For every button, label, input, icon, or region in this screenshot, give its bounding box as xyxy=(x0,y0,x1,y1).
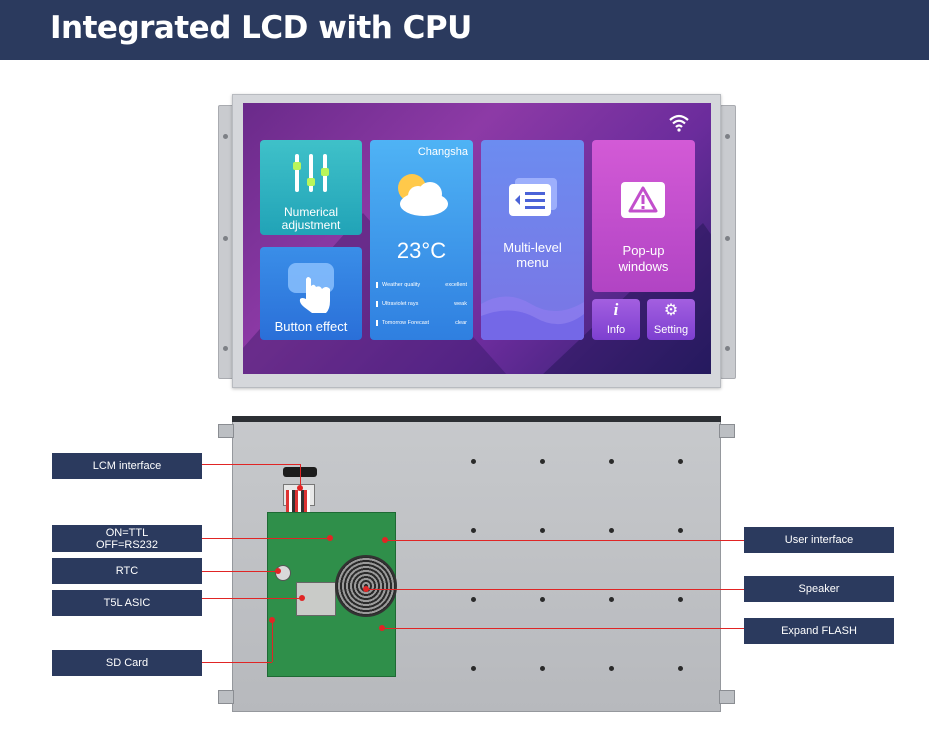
lcm-interface-label: LCM interface xyxy=(52,453,202,479)
wifi-icon xyxy=(669,114,689,132)
right-mounting-bracket xyxy=(720,105,736,379)
page-header: Integrated LCD with CPU xyxy=(0,0,929,60)
mounting-tab xyxy=(218,690,234,704)
button-effect-label: Button effect xyxy=(274,319,348,334)
t5l-asic-label: T5L ASIC xyxy=(52,590,202,616)
menu-label-2: menu xyxy=(516,255,549,270)
weather-row-name: Weather quality xyxy=(382,282,421,288)
mounting-tab xyxy=(719,424,735,438)
sd-card-label: SD Card xyxy=(52,650,202,676)
weather-city: Changsha xyxy=(417,146,468,158)
ribbon-cable xyxy=(286,490,310,516)
mounting-tab xyxy=(719,690,735,704)
popup-label-1: Pop-up xyxy=(622,243,665,258)
info-icon: i xyxy=(613,300,619,319)
setting-button[interactable]: ⚙ Setting xyxy=(647,299,695,340)
wave-decoration xyxy=(481,296,584,340)
weather-row-name: Tomorrow Forecast xyxy=(382,320,430,326)
weather-tile[interactable]: Changsha 23°C Weather quality excellent … xyxy=(370,140,473,340)
menu-list-icon xyxy=(509,178,557,216)
multi-level-menu-tile[interactable]: Multi-level menu xyxy=(481,140,584,340)
mounting-tab xyxy=(218,424,234,438)
weather-row-value: weak xyxy=(454,301,467,307)
rtc-label: RTC xyxy=(52,558,202,584)
expand-flash-label: Expand FLASH xyxy=(744,618,894,644)
popup-label-2: windows xyxy=(618,259,669,274)
lcd-screen: Numerical adjustment Button effect Chang… xyxy=(243,103,711,374)
page-title: Integrated LCD with CPU xyxy=(50,10,472,46)
numerical-label-1: Numerical xyxy=(283,205,338,219)
weather-row-value: excellent xyxy=(445,282,467,288)
back-panel-edge xyxy=(232,416,721,422)
gear-icon: ⚙ xyxy=(663,300,679,319)
ttl-line: ON=TTL xyxy=(105,526,149,539)
button-effect-tile[interactable]: Button effect xyxy=(260,247,362,340)
touch-hand-icon xyxy=(288,263,334,313)
partly-cloudy-icon xyxy=(398,174,448,216)
weather-row: Ultraviolet rays weak xyxy=(376,301,467,307)
weather-row: Weather quality excellent xyxy=(376,282,467,288)
weather-temperature: 23°C xyxy=(396,238,447,263)
weather-row-value: clear xyxy=(455,320,467,326)
rs232-line: OFF=RS232 xyxy=(95,538,159,551)
numerical-adjustment-tile[interactable]: Numerical adjustment xyxy=(260,140,362,235)
user-interface-label: User interface xyxy=(744,527,894,553)
menu-label-1: Multi-level xyxy=(503,240,562,255)
popup-windows-tile[interactable]: Pop-up windows xyxy=(592,140,695,292)
alert-window-icon xyxy=(621,182,665,218)
numerical-label-2: adjustment xyxy=(281,218,341,232)
ttl-rs232-label: ON=TTL OFF=RS232 xyxy=(52,525,202,552)
setting-label: Setting xyxy=(653,324,689,336)
info-label: Info xyxy=(606,324,626,336)
sliders-icon xyxy=(293,154,329,192)
weather-row-name: Ultraviolet rays xyxy=(382,301,419,307)
info-button[interactable]: i Info xyxy=(592,299,640,340)
weather-row: Tomorrow Forecast clear xyxy=(376,320,467,326)
speaker-label: Speaker xyxy=(744,576,894,602)
